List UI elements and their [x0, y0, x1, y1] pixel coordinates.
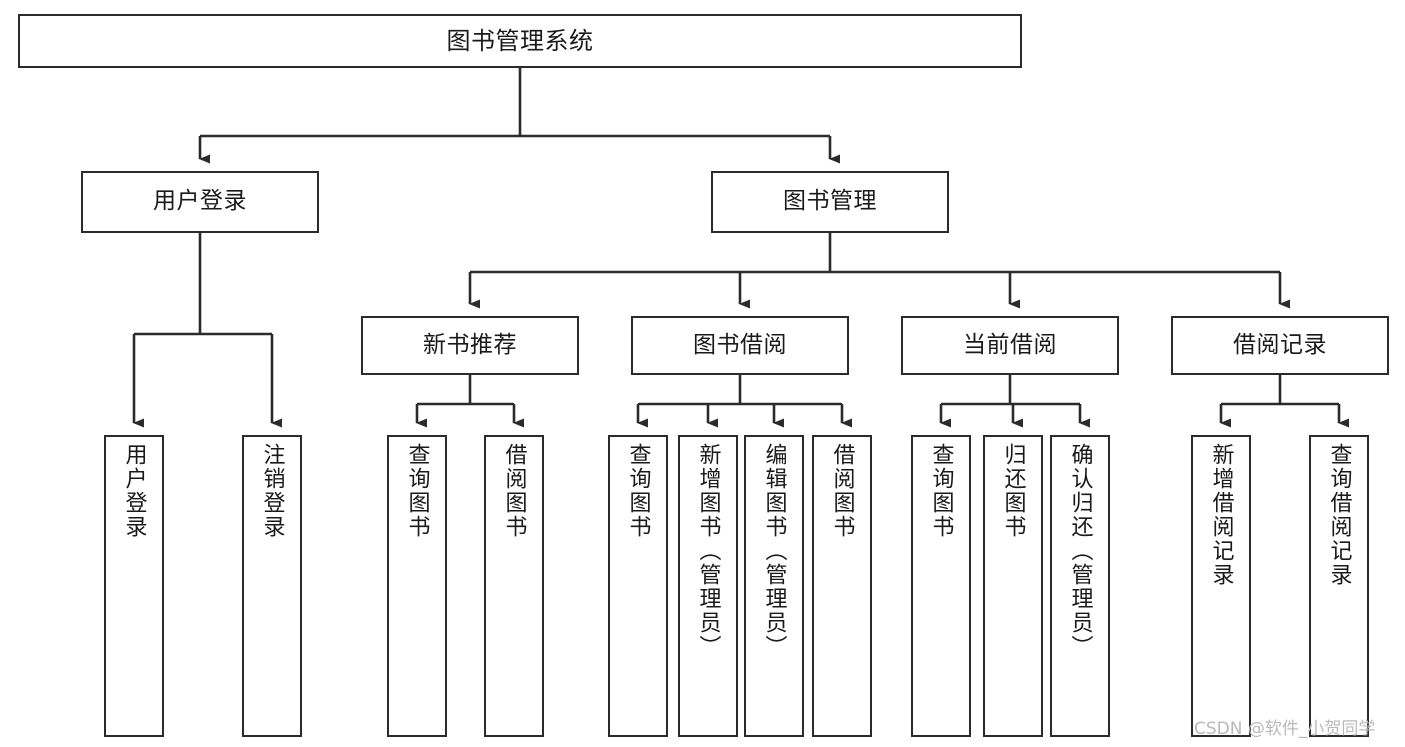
node-leaf-query-book-3-label: 查询图书	[928, 443, 954, 539]
node-book-borrow[interactable]: 图书借阅	[631, 316, 849, 375]
node-book-manage[interactable]: 图书管理	[711, 171, 949, 233]
node-leaf-logout[interactable]: 注销登录	[242, 435, 302, 737]
node-leaf-add-record[interactable]: 新增借阅记录	[1191, 435, 1251, 737]
node-leaf-query-record-label: 查询借阅记录	[1326, 443, 1352, 587]
node-user-login-label: 用户登录	[153, 188, 247, 215]
node-leaf-add-book[interactable]: 新增图书（管理员）	[678, 435, 738, 737]
node-book-borrow-label: 图书借阅	[693, 331, 787, 358]
node-root-label: 图书管理系统	[446, 26, 594, 55]
node-leaf-query-book-2-label: 查询图书	[625, 443, 651, 539]
node-new-book-rec[interactable]: 新书推荐	[361, 316, 579, 375]
node-borrow-record-label: 借阅记录	[1233, 331, 1327, 358]
node-book-manage-label: 图书管理	[783, 188, 877, 215]
node-leaf-confirm-return[interactable]: 确认归还（管理员）	[1050, 435, 1110, 737]
node-new-book-rec-label: 新书推荐	[423, 331, 517, 358]
node-leaf-return-book[interactable]: 归还图书	[983, 435, 1043, 737]
node-leaf-query-book-1[interactable]: 查询图书	[387, 435, 447, 737]
node-leaf-borrow-book-2-label: 借阅图书	[829, 443, 855, 539]
node-leaf-query-record[interactable]: 查询借阅记录	[1309, 435, 1369, 737]
node-leaf-edit-book[interactable]: 编辑图书（管理员）	[744, 435, 804, 737]
node-leaf-borrow-book-2[interactable]: 借阅图书	[812, 435, 872, 737]
node-leaf-logout-label: 注销登录	[259, 443, 285, 539]
node-leaf-borrow-book-1-label: 借阅图书	[501, 443, 527, 539]
node-leaf-add-book-label: 新增图书（管理员）	[695, 443, 721, 659]
node-leaf-borrow-book-1[interactable]: 借阅图书	[484, 435, 544, 737]
node-leaf-confirm-return-label: 确认归还（管理员）	[1067, 443, 1093, 659]
node-leaf-user-login[interactable]: 用户登录	[104, 435, 164, 737]
node-current-borrow-label: 当前借阅	[963, 331, 1057, 358]
node-root[interactable]: 图书管理系统	[18, 14, 1022, 68]
node-leaf-return-book-label: 归还图书	[1000, 443, 1026, 539]
node-leaf-query-book-3[interactable]: 查询图书	[911, 435, 971, 737]
node-leaf-user-login-label: 用户登录	[121, 443, 147, 539]
csdn-watermark: CSDN @软件_小贺同学	[1194, 719, 1376, 739]
node-leaf-query-book-1-label: 查询图书	[404, 443, 430, 539]
node-leaf-query-book-2[interactable]: 查询图书	[608, 435, 668, 737]
node-leaf-edit-book-label: 编辑图书（管理员）	[761, 443, 787, 659]
node-borrow-record[interactable]: 借阅记录	[1171, 316, 1389, 375]
node-leaf-add-record-label: 新增借阅记录	[1208, 443, 1234, 587]
node-current-borrow[interactable]: 当前借阅	[901, 316, 1119, 375]
node-user-login[interactable]: 用户登录	[81, 171, 319, 233]
